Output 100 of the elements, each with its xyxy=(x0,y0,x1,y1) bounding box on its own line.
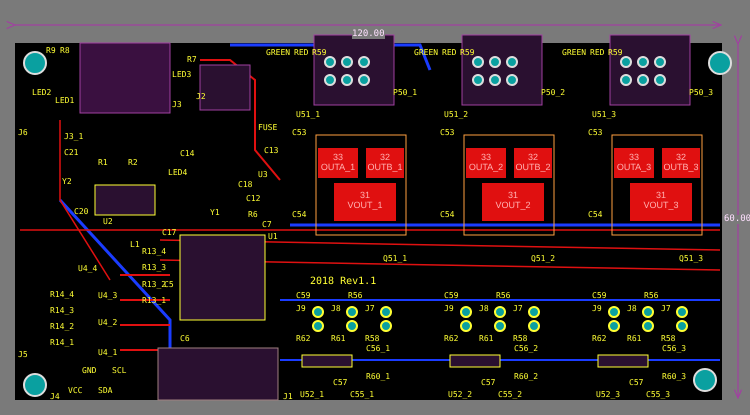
component-designator: Y2 xyxy=(62,177,72,186)
component-designator: R60_3 xyxy=(662,372,686,381)
component-designator: U4_1 xyxy=(98,348,118,357)
component-designator: Q51_3 xyxy=(679,254,704,263)
component-designator: R7 xyxy=(187,55,197,64)
component-designator: R59 xyxy=(608,48,622,57)
component-designator: R62 xyxy=(296,334,310,343)
pad-label: 33 OUTA_3 xyxy=(616,152,652,172)
component-designator: U4_4 xyxy=(78,264,98,273)
dimension-label: 120.00 xyxy=(352,30,385,39)
component-designator: R58 xyxy=(513,334,528,343)
component-designator: Q51_1 xyxy=(383,254,408,263)
pad-label: 32 OUTB_3 xyxy=(662,152,700,172)
component-designator: GND xyxy=(82,366,96,375)
component-designator: C7 xyxy=(262,220,272,229)
component-designator: C53 xyxy=(292,128,306,137)
component-designator: U52_2 xyxy=(448,390,472,399)
component-designator: C53 xyxy=(588,128,602,137)
component-designator: R14_1 xyxy=(50,338,74,347)
component-designator: LED4 xyxy=(168,168,188,177)
component-designator: J9 xyxy=(444,304,454,313)
component-designator: GREEN xyxy=(266,48,290,57)
component-designator: C59 xyxy=(444,291,458,300)
component-designator: R59 xyxy=(460,48,474,57)
component-designator: U51_2 xyxy=(444,110,468,119)
component-designator: C20 xyxy=(74,207,88,216)
component-designator: R6 xyxy=(248,210,258,219)
component-designator: C17 xyxy=(162,228,176,237)
component-designator: C55_2 xyxy=(498,390,522,399)
component-designator: R61 xyxy=(627,334,642,343)
pad-label: 31 VOUT_2 xyxy=(494,190,532,210)
component-designator: RED xyxy=(590,48,604,57)
component-designator: U52_3 xyxy=(596,390,620,399)
component-designator: J3_1 xyxy=(64,132,84,141)
pad-label: 31 VOUT_1 xyxy=(346,190,384,210)
component-designator: C13 xyxy=(264,146,278,155)
component-designator: C57 xyxy=(629,378,644,387)
component-designator: Q51_2 xyxy=(531,254,556,263)
component-designator: C54 xyxy=(292,210,306,219)
component-designator: R60_2 xyxy=(514,372,538,381)
component-designator: U4_2 xyxy=(98,318,118,327)
component-designator: U4_3 xyxy=(98,291,118,300)
component-designator: U3 xyxy=(258,170,268,179)
component-designator: C5 xyxy=(164,280,174,289)
component-designator: R61 xyxy=(479,334,494,343)
component-designator: J8 xyxy=(331,304,341,313)
component-designator: Y1 xyxy=(210,208,220,217)
component-designator: R1 xyxy=(98,158,108,167)
component-designator: C57 xyxy=(481,378,496,387)
component-designator: C55_3 xyxy=(646,390,670,399)
component-designator: C21 xyxy=(64,148,78,157)
component-designator: R62 xyxy=(444,334,458,343)
component-designator: LED3 xyxy=(172,70,192,79)
component-designator: R13_2 xyxy=(142,280,166,289)
component-designator: R56 xyxy=(644,291,658,300)
component-designator: J6 xyxy=(18,128,28,137)
component-designator: C56_1 xyxy=(366,344,390,353)
component-designator: U52_1 xyxy=(300,390,324,399)
component-designator: R61 xyxy=(331,334,346,343)
component-designator: RED xyxy=(294,48,308,57)
component-designator: C55_1 xyxy=(350,390,374,399)
component-designator: R14_3 xyxy=(50,306,74,315)
component-designator: J7 xyxy=(513,304,523,313)
pad-label: 32 OUTB_1 xyxy=(366,152,404,172)
component-designator: J7 xyxy=(365,304,375,313)
component-designator: VCC xyxy=(68,386,82,395)
component-designator: U2 xyxy=(103,217,113,226)
component-designator: R14_2 xyxy=(50,322,74,331)
component-designator: SCL xyxy=(112,366,126,375)
component-designator: RED xyxy=(442,48,456,57)
component-designator: C18 xyxy=(238,180,252,189)
component-designator: C56_3 xyxy=(662,344,686,353)
component-designator: LED1 xyxy=(55,96,74,105)
component-designator: C54 xyxy=(588,210,602,219)
component-designator: R2 xyxy=(128,158,138,167)
pad-label: 33 OUTA_1 xyxy=(320,152,356,172)
component-designator: FUSE xyxy=(258,123,278,132)
component-designator: C59 xyxy=(296,291,310,300)
component-designator: C59 xyxy=(592,291,606,300)
component-designator: C53 xyxy=(440,128,454,137)
component-designator: U51_1 xyxy=(296,110,320,119)
component-designator: J9 xyxy=(592,304,602,313)
component-designator: SDA xyxy=(98,386,112,395)
component-designator: R60_1 xyxy=(366,372,390,381)
component-designator: R14_4 xyxy=(50,290,74,299)
component-designator: R13_1 xyxy=(142,296,166,305)
component-designator: C56_2 xyxy=(514,344,538,353)
component-designator: R13_4 xyxy=(142,247,166,256)
board-marking: 2018 Rev1.1 xyxy=(310,277,376,286)
component-designator: C12 xyxy=(246,194,260,203)
component-designator: C14 xyxy=(180,149,194,158)
component-designator: R13_3 xyxy=(142,263,166,272)
pad-label: 33 OUTA_2 xyxy=(468,152,504,172)
component-designator: J2 xyxy=(196,92,206,101)
component-designator: L1 xyxy=(130,240,140,249)
component-designator: R58 xyxy=(365,334,380,343)
component-designator: R56 xyxy=(348,291,362,300)
component-designator: J4 xyxy=(50,392,60,401)
component-designator: LED2 xyxy=(32,88,52,97)
component-designator: J8 xyxy=(627,304,637,313)
